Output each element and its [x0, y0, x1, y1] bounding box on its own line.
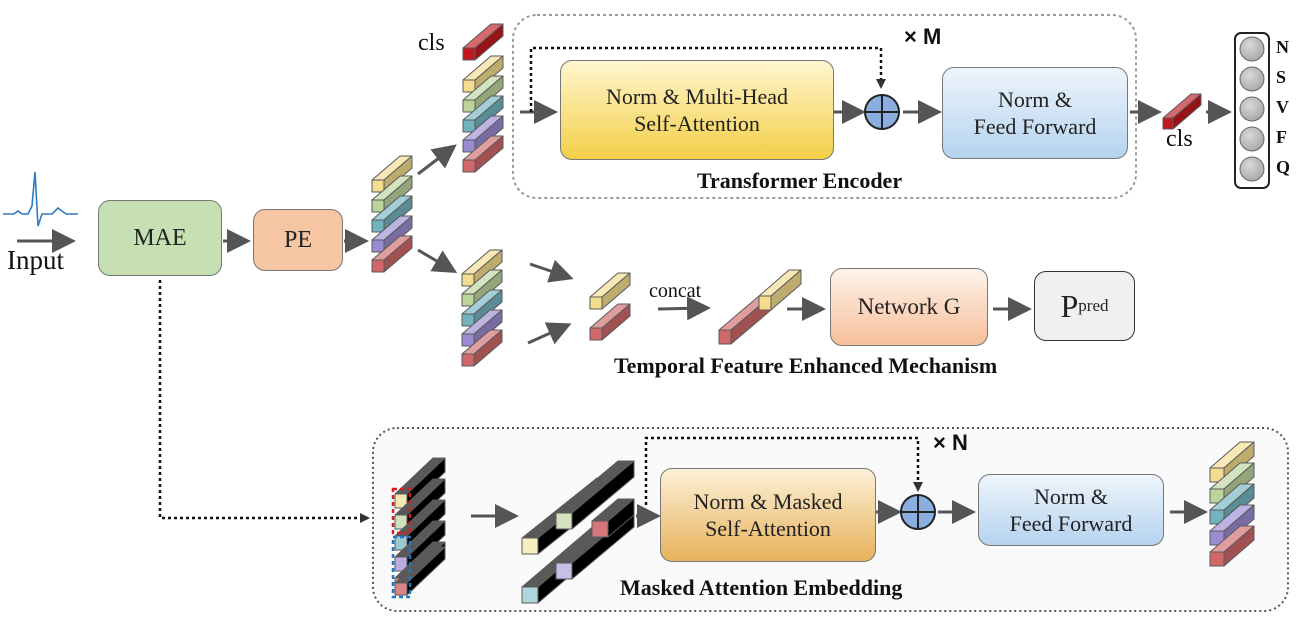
input-label: Input	[7, 245, 64, 275]
mae-label: MAE	[133, 225, 187, 251]
pe-label: PE	[283, 227, 312, 253]
output-node-v	[1239, 96, 1265, 122]
ecg-waveform-icon	[3, 171, 78, 227]
masked-attention-label: Norm & Masked Self-Attention	[693, 488, 843, 542]
masked-token-mask-frame	[391, 535, 412, 599]
temporal-input-token-3	[461, 289, 503, 327]
flow-arrows	[17, 100, 1232, 528]
prediction-main: P	[1060, 288, 1079, 324]
repeat-n-label: × N	[933, 430, 968, 455]
temporal-input-token-2	[461, 269, 503, 307]
pooled-token-b	[589, 303, 631, 341]
temporal-input-token-4	[461, 309, 503, 347]
encoder-input-token-5	[462, 135, 504, 173]
temporal-input-token-5	[461, 329, 503, 367]
encoder-input-token-2	[462, 75, 504, 113]
cls-label-out: cls	[1166, 126, 1193, 152]
encoder-feed-forward-block: Norm & Feed Forward	[942, 67, 1128, 159]
encoder-feed-forward-label: Norm & Feed Forward	[973, 86, 1097, 140]
encoder-input-token-3	[462, 95, 504, 133]
masked-feed-forward-label: Norm & Feed Forward	[1009, 483, 1133, 537]
output-node-n	[1239, 36, 1265, 62]
output-class-label: N	[1276, 37, 1289, 57]
masked-feed-forward-block: Norm & Feed Forward	[978, 474, 1164, 546]
output-class-label: F	[1276, 127, 1287, 147]
transformer-encoder-region	[512, 14, 1137, 199]
pe-output-token-2	[371, 175, 413, 213]
output-class-label: S	[1276, 67, 1287, 87]
encoder-input-token-1	[462, 55, 504, 93]
pe-output-token-1	[371, 155, 413, 193]
cls-label-top: cls	[418, 30, 445, 56]
network-g-block: Network G	[830, 268, 988, 346]
pe-output-token-4	[371, 215, 413, 253]
pe-block: PE	[253, 209, 343, 271]
pooled-token-a	[589, 272, 631, 310]
masked-output-token-5	[1209, 525, 1255, 567]
masked-attention-title: Masked Attention Embedding	[620, 575, 903, 600]
output-node-q	[1239, 156, 1265, 182]
multi-head-attention-label: Norm & Multi-Head Self-Attention	[605, 83, 789, 137]
masked-input-token-6	[394, 546, 446, 596]
add-node-encoder-icon	[864, 94, 900, 130]
cls-token-input	[462, 23, 504, 61]
transformer-encoder-title: Transformer Encoder	[697, 168, 903, 193]
long-token-2	[555, 460, 635, 530]
output-node-s	[1239, 66, 1265, 92]
concat-token-a	[758, 269, 802, 311]
visible-token-mask-frame	[391, 487, 412, 535]
network-g-label: Network G	[857, 293, 961, 319]
output-class-label: Q	[1276, 157, 1291, 177]
long-token-5	[591, 498, 635, 538]
cls-token-output	[1162, 93, 1202, 130]
multi-head-attention-block: Norm & Multi-Head Self-Attention	[560, 60, 834, 160]
output-class-label: V	[1276, 97, 1289, 117]
mae-block: MAE	[98, 200, 222, 276]
concat-label: concat	[649, 280, 702, 302]
output-node-f	[1239, 126, 1265, 152]
prediction-subscript: pred	[1078, 296, 1109, 316]
pe-output-token-3	[371, 195, 413, 233]
pe-output-token-5	[371, 235, 413, 273]
masked-attention-block: Norm & Masked Self-Attention	[660, 468, 876, 562]
temporal-mechanism-title: Temporal Feature Enhanced Mechanism	[614, 353, 998, 378]
repeat-m-label: × M	[904, 24, 942, 49]
residual-connections	[158, 46, 923, 523]
add-node-masked-icon	[900, 494, 936, 530]
